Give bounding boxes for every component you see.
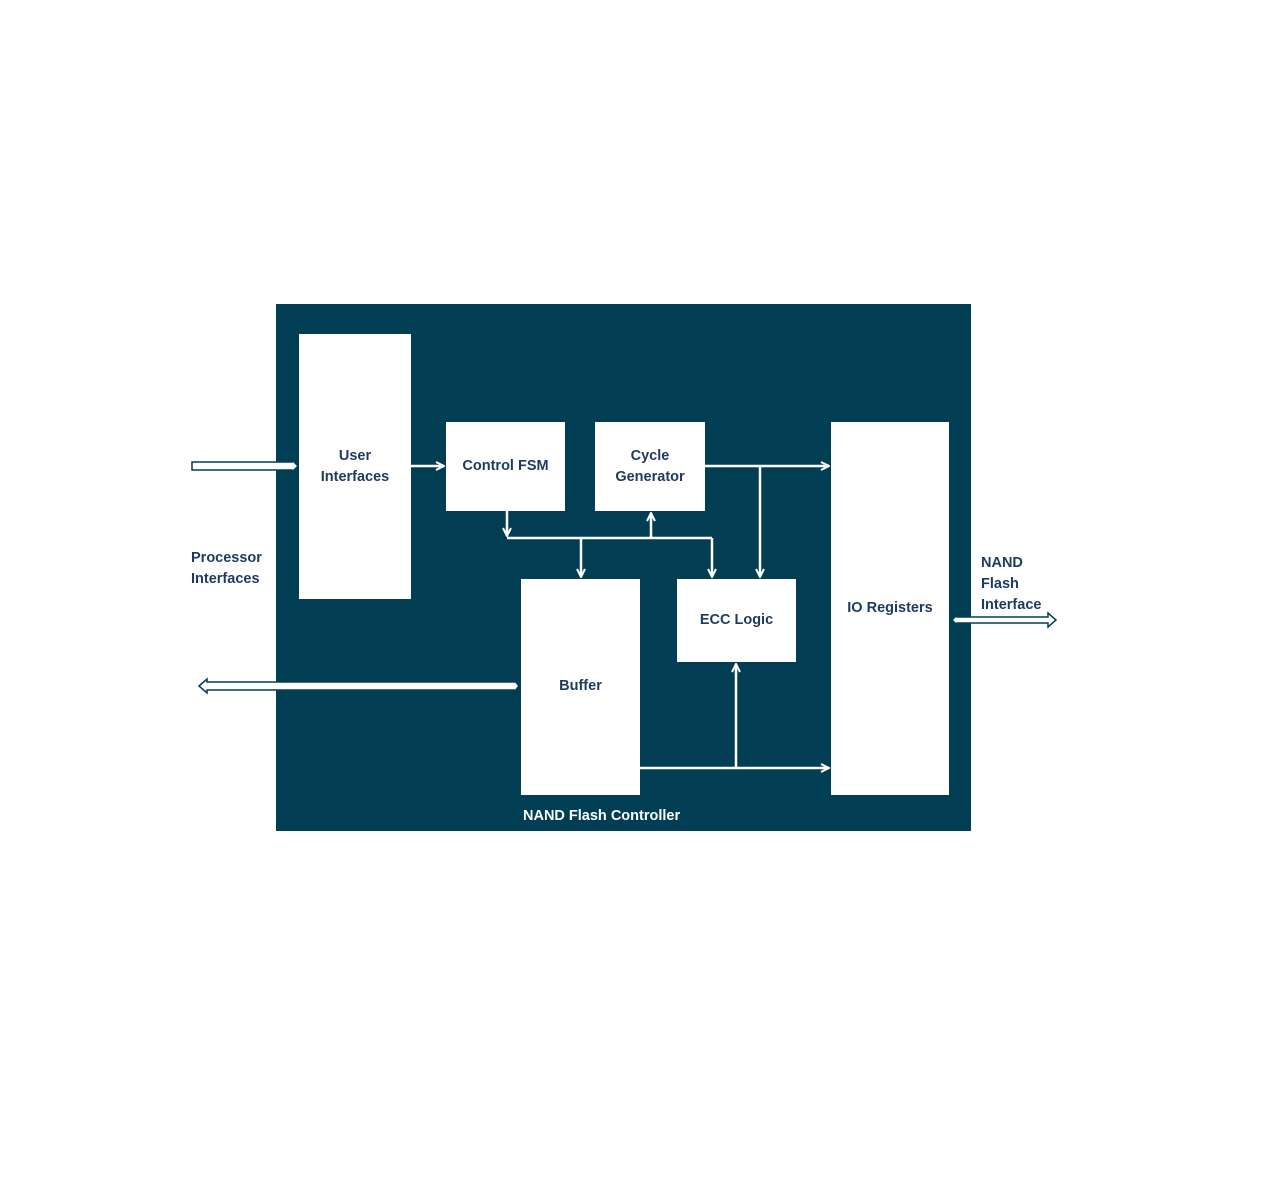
- controller-title: NAND Flash Controller: [523, 808, 681, 824]
- processor-input-bus-arrow: [191, 458, 300, 474]
- user-interfaces-block: User Interfaces: [299, 334, 411, 599]
- buffer-label: Buffer: [559, 678, 602, 694]
- control-fsm-label: Control FSM: [462, 458, 549, 474]
- buffer-processor-bus-arrow: [197, 677, 520, 695]
- io-registers-block: IO Registers: [831, 422, 949, 795]
- nand-flash-interface-label: NAND Flash Interface: [981, 555, 1042, 613]
- processor-interfaces-label: Processor Interfaces: [191, 550, 262, 587]
- control-fsm-block: Control FSM: [446, 422, 565, 511]
- io-registers-label: IO Registers: [847, 600, 933, 616]
- ecc-logic-block: ECC Logic: [677, 579, 796, 662]
- ecc-logic-label: ECC Logic: [699, 612, 774, 628]
- buffer-block: Buffer: [521, 579, 640, 795]
- user-interfaces-label: User Interfaces: [320, 447, 390, 485]
- nand-flash-bus-arrow: [950, 611, 1058, 629]
- cycle-generator-label: Cycle Generator: [615, 447, 685, 485]
- cycle-generator-block: Cycle Generator: [595, 422, 705, 511]
